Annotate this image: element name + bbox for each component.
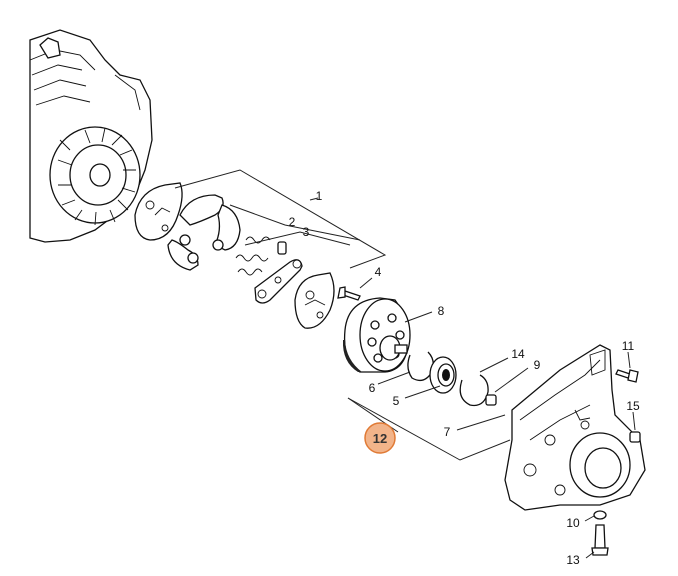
bolt-part-13 xyxy=(591,524,609,556)
clutch-carrier-plate xyxy=(134,182,183,241)
screw-part-4 xyxy=(337,286,361,301)
callout-12-highlight[interactable]: 12 xyxy=(364,422,396,454)
callout-label-2[interactable]: 2 xyxy=(289,215,296,229)
screw-part-15 xyxy=(629,431,641,443)
callout-label-4[interactable]: 4 xyxy=(375,265,382,279)
engine-block-drawing xyxy=(29,29,153,243)
clutch-drum xyxy=(342,297,411,373)
callout-label-13[interactable]: 13 xyxy=(566,553,580,567)
washer-part-10 xyxy=(593,510,607,520)
crankcase-housing xyxy=(504,344,646,511)
pin-part-9 xyxy=(485,394,497,406)
callout-label-7[interactable]: 7 xyxy=(444,425,451,439)
callout-label-11[interactable]: 11 xyxy=(622,339,635,353)
callout-label-9[interactable]: 9 xyxy=(534,358,541,372)
callout-label-15[interactable]: 15 xyxy=(626,399,640,413)
callout-label-1[interactable]: 1 xyxy=(316,189,323,203)
clutch-cover-plate xyxy=(294,272,335,329)
callout-label-3[interactable]: 3 xyxy=(303,225,310,239)
leader-lines xyxy=(174,169,636,559)
callout-label-6[interactable]: 6 xyxy=(369,381,376,395)
link-plate xyxy=(254,259,303,304)
circlip-part-6 xyxy=(407,351,434,382)
clutch-springs xyxy=(235,236,287,276)
screw-part-11 xyxy=(615,369,639,383)
callout-label-10[interactable]: 10 xyxy=(566,516,580,530)
ball-bearing-part-5 xyxy=(429,356,457,394)
callout-label-12[interactable]: 12 xyxy=(373,431,387,446)
clutch-shoes xyxy=(167,194,241,271)
callout-label-5[interactable]: 5 xyxy=(393,394,400,408)
callout-label-14[interactable]: 14 xyxy=(511,347,525,361)
callout-label-8[interactable]: 8 xyxy=(438,304,445,318)
circlip-part-14 xyxy=(459,374,489,407)
